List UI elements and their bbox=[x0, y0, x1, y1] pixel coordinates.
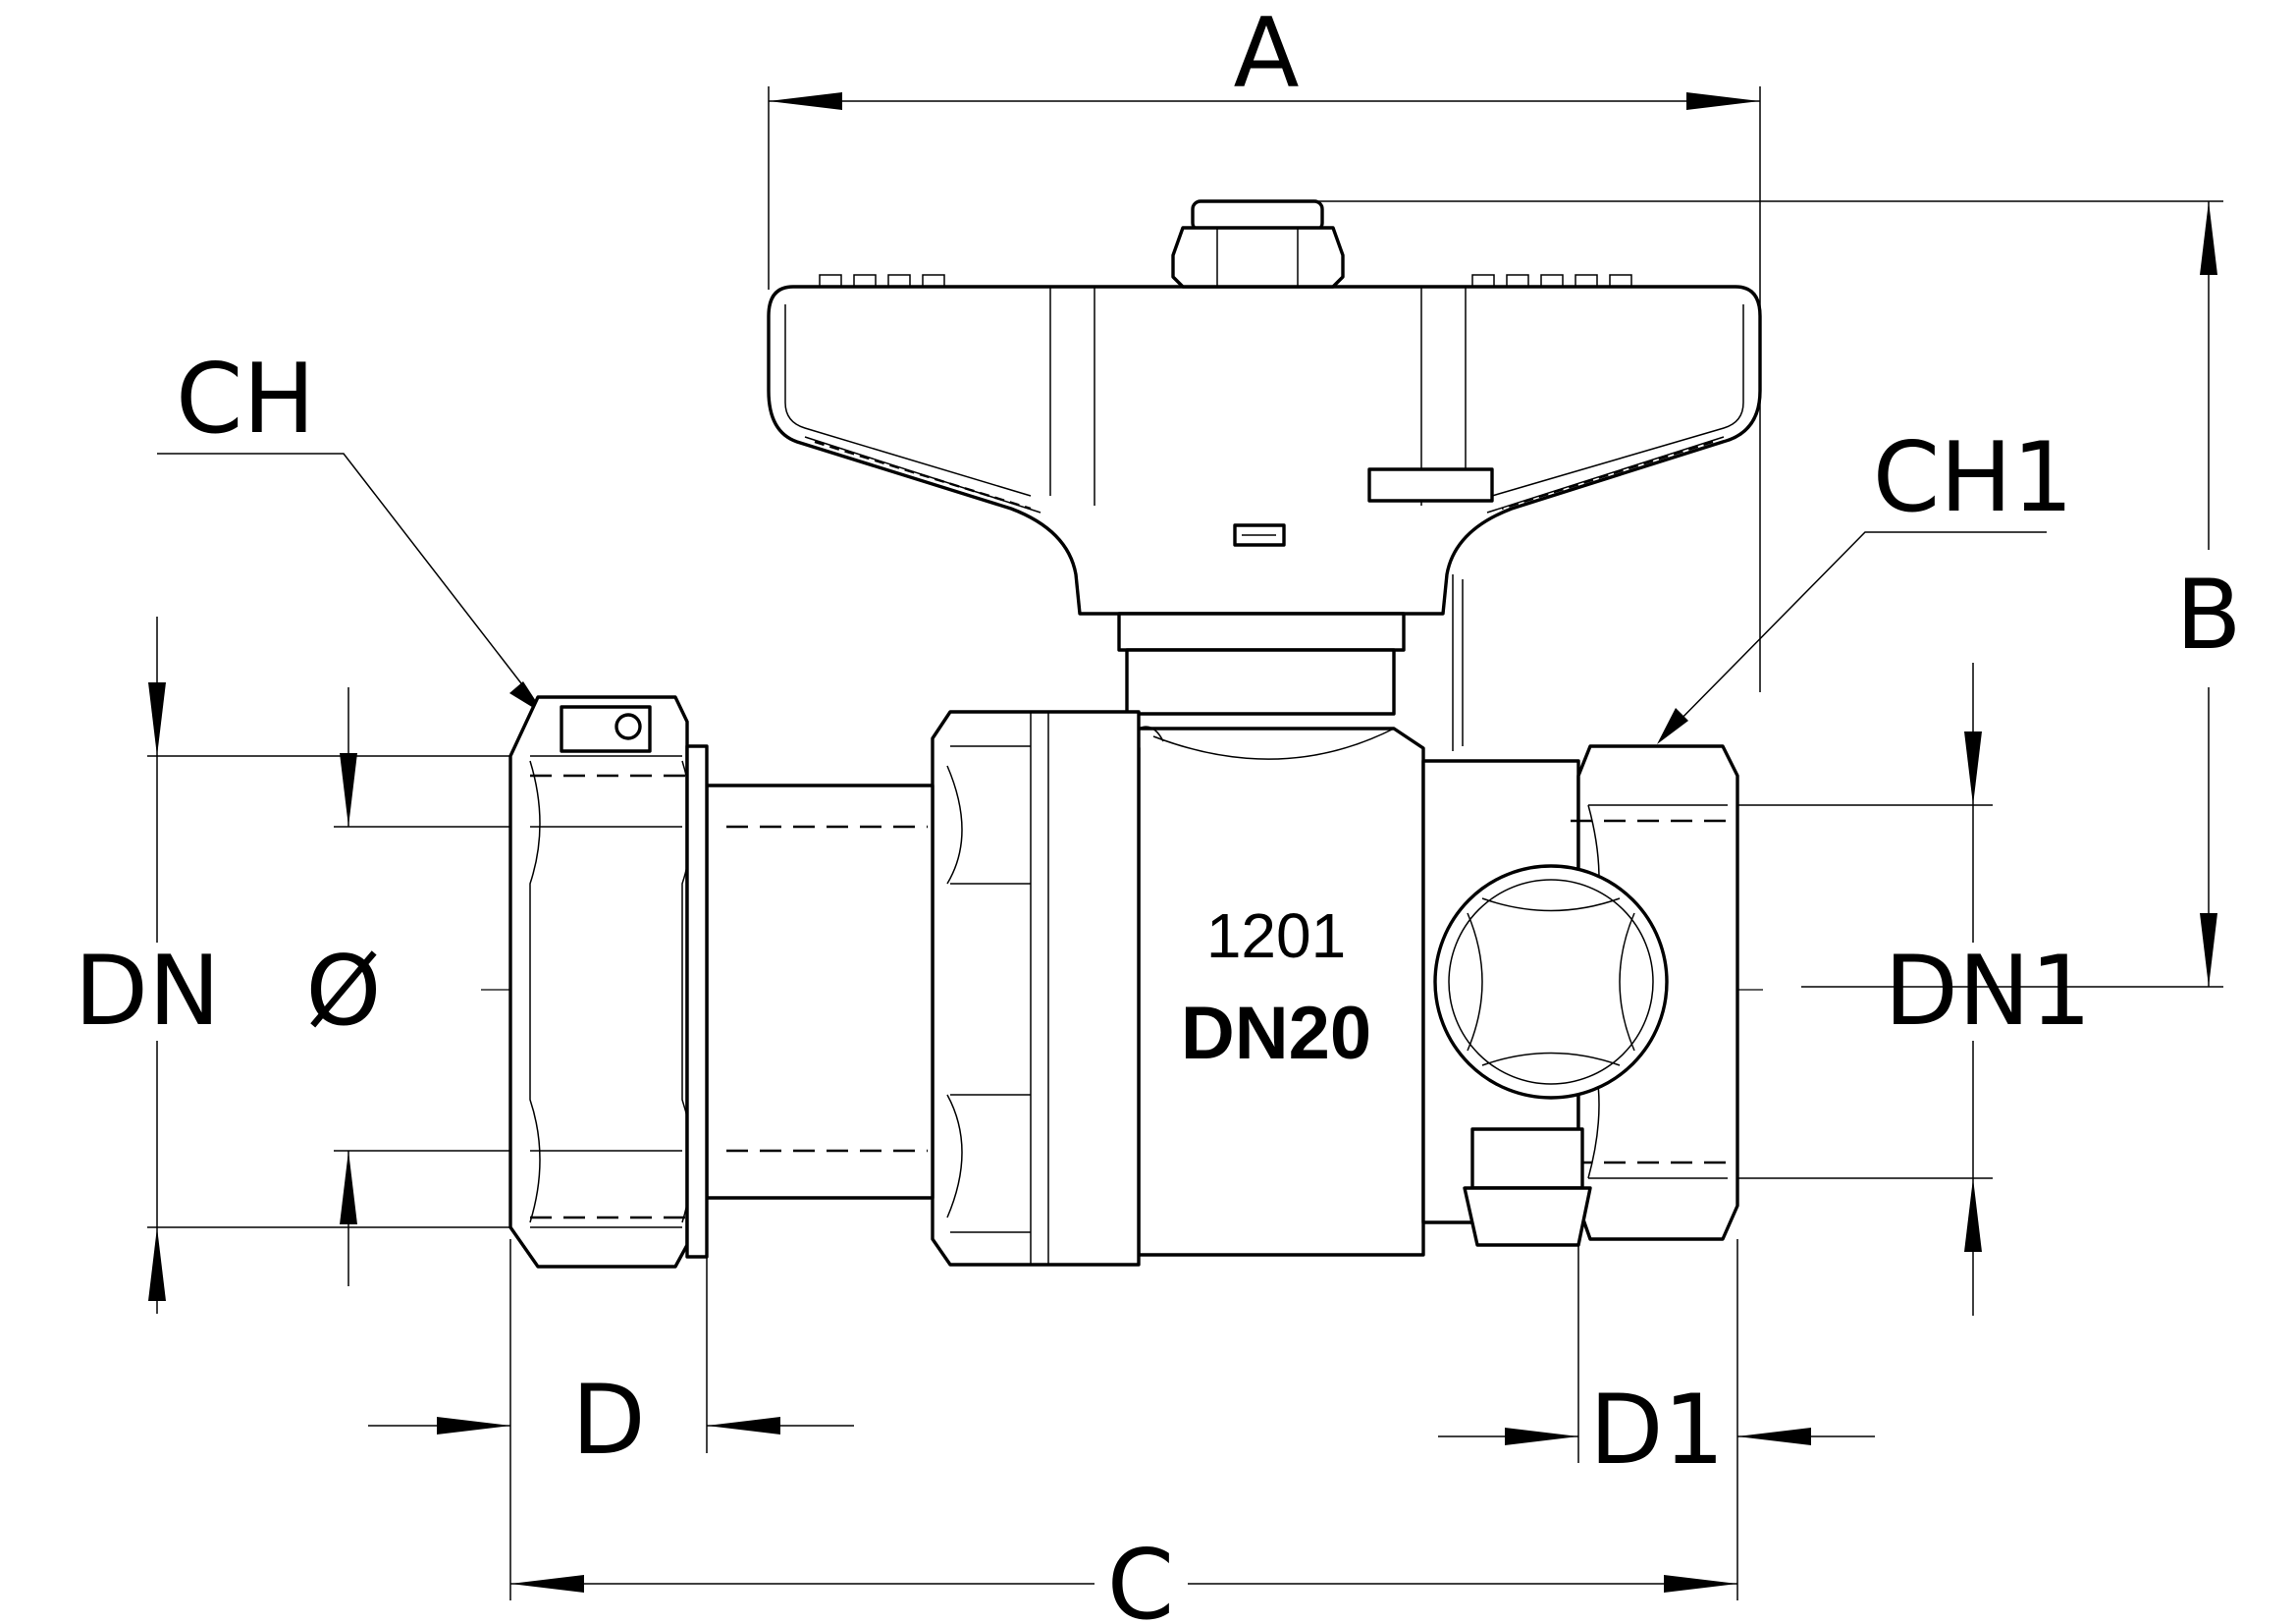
label-ch1: CH1 bbox=[1873, 422, 2073, 534]
label-d1: D1 bbox=[1589, 1375, 1725, 1487]
label-diameter: Ø bbox=[305, 936, 381, 1048]
handle-nut bbox=[1171, 199, 1345, 289]
label-dn: DN bbox=[75, 936, 221, 1048]
label-a: A bbox=[1233, 0, 1299, 110]
drain-coupling bbox=[1433, 864, 1669, 1247]
pipe-tail bbox=[705, 784, 934, 1200]
label-dn1: DN1 bbox=[1884, 936, 2091, 1048]
dimension-d1 bbox=[1438, 1428, 1875, 1445]
body-code-marking: 1201 bbox=[1206, 900, 1346, 971]
dimension-dn1 bbox=[1964, 663, 1982, 1316]
leader-ch1 bbox=[1657, 531, 2047, 744]
label-ch: CH bbox=[176, 344, 315, 456]
dimension-dn bbox=[148, 617, 166, 1314]
body-size-marking: DN20 bbox=[1181, 992, 1371, 1075]
dimension-b bbox=[2200, 201, 2217, 987]
dimension-c bbox=[510, 1575, 1737, 1593]
label-c: C bbox=[1107, 1530, 1174, 1624]
body-flange-left bbox=[931, 710, 1141, 1267]
dimension-d bbox=[368, 1417, 854, 1435]
label-d: D bbox=[571, 1365, 645, 1477]
valve-handle bbox=[767, 274, 1762, 616]
dimension-a bbox=[769, 92, 1760, 110]
label-b: B bbox=[2175, 560, 2241, 672]
leader-ch bbox=[157, 453, 545, 715]
valve-stem bbox=[1117, 574, 1454, 751]
union-nut-left bbox=[508, 695, 709, 1269]
dimension-diameter bbox=[340, 687, 357, 1286]
valve-body: 1201 DN20 bbox=[1132, 726, 1425, 1257]
extension-lines bbox=[147, 86, 2223, 1600]
